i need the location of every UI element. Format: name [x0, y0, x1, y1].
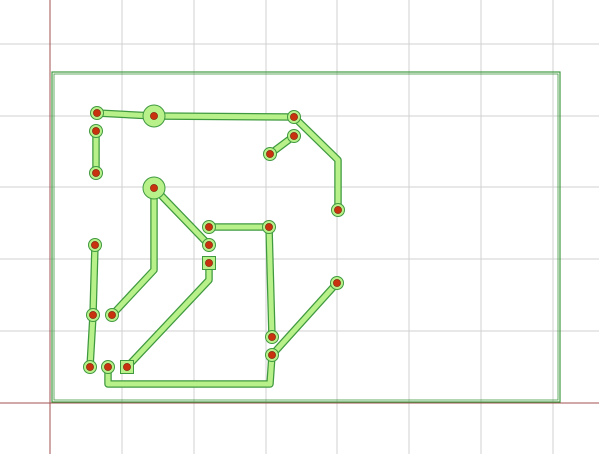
- round-pad[interactable]: [89, 166, 103, 180]
- round-pad[interactable]: [202, 238, 216, 252]
- copper-trace[interactable]: [109, 185, 157, 318]
- drill-hole: [334, 206, 342, 214]
- drill-hole: [123, 363, 131, 371]
- round-pad[interactable]: [287, 129, 301, 143]
- large-via[interactable]: [142, 104, 166, 128]
- round-pad[interactable]: [105, 308, 119, 322]
- drill-hole: [290, 113, 298, 121]
- round-pad[interactable]: [265, 348, 279, 362]
- round-pad[interactable]: [330, 276, 344, 290]
- drill-hole: [268, 333, 276, 341]
- copper-trace[interactable]: [151, 185, 212, 248]
- round-pad[interactable]: [262, 220, 276, 234]
- round-pad[interactable]: [90, 106, 104, 120]
- drill-hole: [265, 223, 273, 231]
- drill-hole: [86, 363, 94, 371]
- round-pad[interactable]: [89, 124, 103, 138]
- large-via[interactable]: [142, 176, 166, 200]
- drill-hole: [266, 150, 274, 158]
- drill-hole: [333, 279, 341, 287]
- drill-hole: [104, 363, 112, 371]
- board-outline-outer[interactable]: [51, 71, 561, 403]
- square-pad[interactable]: [120, 360, 134, 374]
- round-pad[interactable]: [83, 360, 97, 374]
- square-pad[interactable]: [202, 256, 216, 270]
- drill-hole: [91, 241, 99, 249]
- drill-hole: [205, 223, 213, 231]
- drill-hole: [92, 169, 100, 177]
- copper-trace[interactable]: [124, 260, 212, 370]
- drill-hole: [92, 127, 100, 135]
- drill-hole: [205, 259, 213, 267]
- drill-hole: [150, 184, 158, 192]
- drill-hole: [89, 311, 97, 319]
- drill-hole: [108, 311, 116, 319]
- pads-layer: [83, 104, 345, 374]
- drill-hole: [290, 132, 298, 140]
- trace-outline: [205, 223, 276, 341]
- copper-trace[interactable]: [105, 280, 340, 387]
- round-pad[interactable]: [86, 308, 100, 322]
- round-pad[interactable]: [202, 220, 216, 234]
- copper-trace[interactable]: [206, 224, 275, 340]
- copper-trace[interactable]: [94, 110, 341, 213]
- drill-hole: [150, 112, 158, 120]
- trace-outline: [104, 279, 341, 388]
- round-pad[interactable]: [88, 238, 102, 252]
- round-pad[interactable]: [265, 330, 279, 344]
- drill-hole: [93, 109, 101, 117]
- round-pad[interactable]: [101, 360, 115, 374]
- round-pad[interactable]: [331, 203, 345, 217]
- round-pad[interactable]: [287, 110, 301, 124]
- board-outline-inner: [53, 73, 559, 401]
- drill-hole: [205, 241, 213, 249]
- round-pad[interactable]: [263, 147, 277, 161]
- board-outline-layer: [51, 71, 561, 403]
- drill-hole: [268, 351, 276, 359]
